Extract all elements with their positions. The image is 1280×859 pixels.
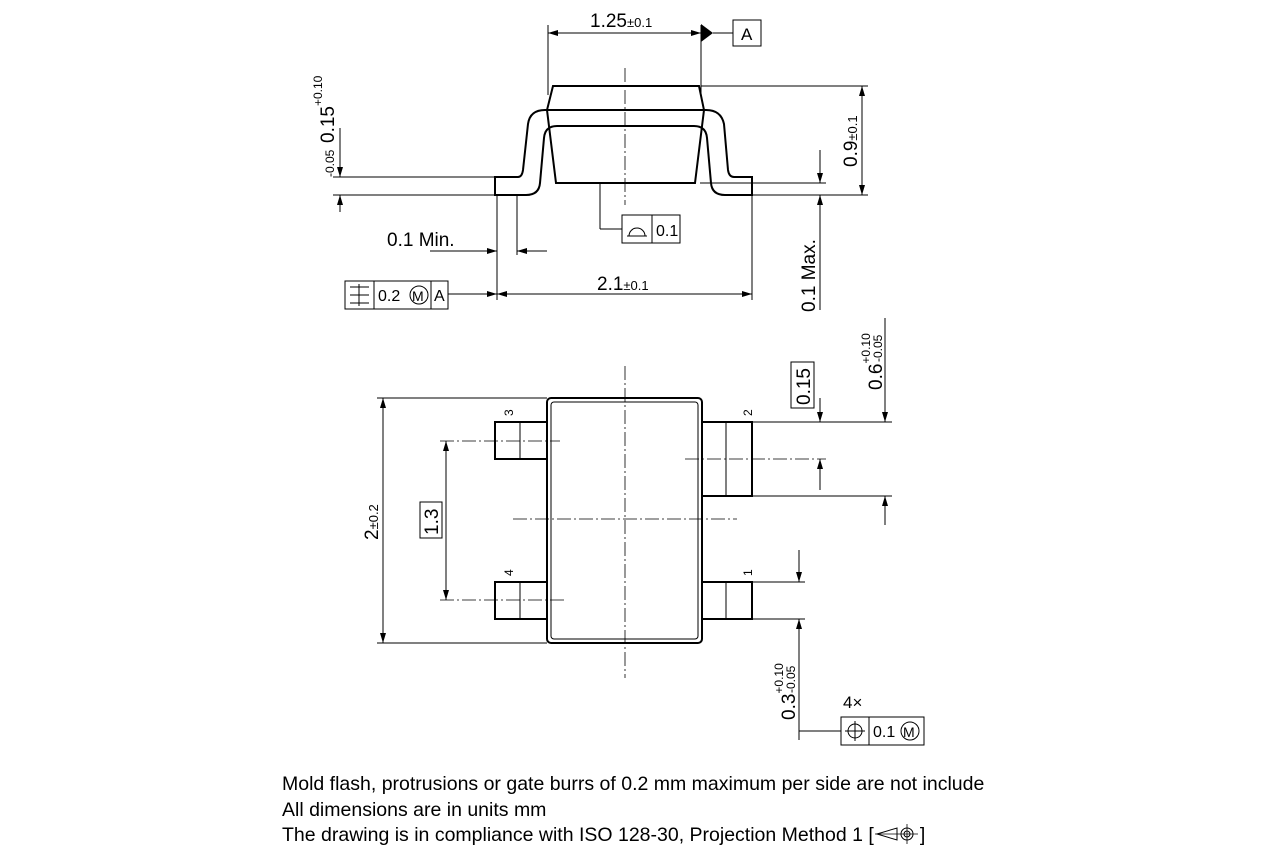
dim-standoff-max: 0.1 Max. (799, 239, 820, 312)
position-value: 0.2 (378, 288, 400, 305)
position-datum: A (434, 288, 445, 305)
note-units: All dimensions are in units mm (282, 798, 547, 821)
top-view: 3 2 4 1 2±0.2 1.3 0.15 0.6+0.10 -0.05 (362, 318, 925, 746)
position-modifier: M (412, 288, 424, 304)
dim-lead-width-1-tol-lower: -0.05 (784, 665, 798, 693)
lead-position-tolerance-frame: 4× 0.1 M (799, 693, 925, 746)
package-body-top (546, 397, 703, 644)
pin-3-label: 3 (502, 409, 516, 416)
drawing-notes: Mold flash, protrusions or gate burrs of… (282, 772, 984, 849)
lead-pin-3 (494, 421, 548, 460)
package-body-side (545, 85, 706, 184)
package-drawing: 1.25±0.1 A 0.15+0.10 -0.05 0.9±0.1 0.1 M… (311, 11, 925, 746)
note-mold-flash: Mold flash, protrusions or gate burrs of… (282, 773, 985, 795)
dim-height: 0.9±0.1 (841, 115, 862, 167)
note-iso-compliance: The drawing is in compliance with ISO 12… (282, 823, 984, 849)
dim-lead-min: 0.1 Min. (387, 230, 455, 251)
dim-body-length: 2±0.2 (362, 504, 383, 540)
dim-pitch: 1.3 (422, 509, 443, 535)
lead-pin-4 (494, 581, 548, 620)
dim-top-width: 1.25±0.1 (590, 11, 652, 32)
datum-a-label: A (741, 25, 753, 44)
dim-basic-015: 0.15 (794, 368, 815, 405)
position-tolerance-frame: 0.2 M A (344, 280, 497, 310)
dim-lead-width-2-tol-lower: -0.05 (871, 334, 885, 362)
pin-2-label: 2 (741, 409, 755, 416)
pin-1-label: 1 (741, 569, 755, 576)
note-iso-text: The drawing is in compliance with ISO 12… (282, 824, 874, 846)
projection-method-icon (874, 824, 918, 844)
dim-lead-width-2: 0.6+0.10 (859, 333, 887, 390)
lead-pin-1 (701, 581, 753, 620)
dim-lead-thickness-tol-lower: -0.05 (323, 149, 337, 177)
note-iso-suffix: ] (919, 824, 926, 846)
position-count: 4× (843, 693, 862, 712)
dim-lead-width-1: 0.3+0.10 (772, 663, 800, 720)
pin-4-label: 4 (502, 569, 516, 576)
side-view: 1.25±0.1 A 0.15+0.10 -0.05 0.9±0.1 0.1 M… (311, 11, 868, 312)
dim-lead-thickness: 0.15+0.10 (311, 75, 339, 143)
dim-overall-width: 2.1±0.1 (597, 274, 649, 295)
lead-position-tolerance: 0.1 (873, 724, 895, 741)
flatness-value: 0.1 (656, 223, 678, 240)
lead-position-modifier: M (903, 724, 915, 740)
